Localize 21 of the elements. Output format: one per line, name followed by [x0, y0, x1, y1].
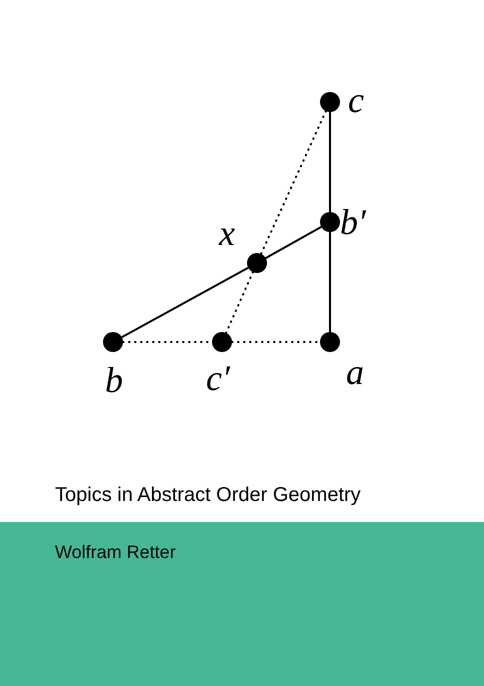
point-dot	[320, 332, 340, 352]
line-segment	[265, 226, 322, 259]
point-dot	[320, 92, 340, 112]
author-name: Wolfram Retter	[55, 542, 176, 563]
point-label: x	[219, 215, 235, 251]
point-dot	[103, 332, 123, 352]
point-label: a	[346, 354, 364, 390]
line-segment	[329, 232, 331, 332]
line-segment	[121, 266, 249, 338]
dotted-line	[225, 271, 254, 334]
point-dot	[320, 212, 340, 232]
dotted-line	[260, 110, 327, 255]
point-label: c′	[206, 360, 230, 396]
point-dot	[247, 253, 267, 273]
point-dot	[212, 332, 232, 352]
line-segment	[329, 112, 331, 212]
point-label: c	[348, 82, 364, 118]
point-label: b′	[340, 204, 366, 240]
point-label: b	[105, 362, 123, 398]
book-title: Topics in Abstract Order Geometry	[55, 484, 361, 507]
cover-band	[0, 522, 484, 686]
